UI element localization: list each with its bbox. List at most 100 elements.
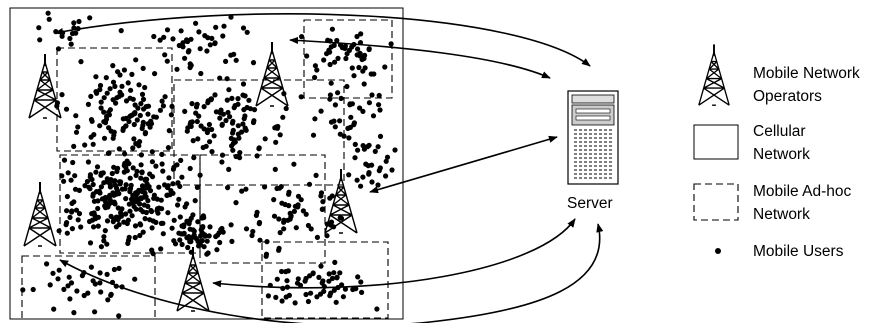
mobile-user-dot (213, 24, 219, 30)
mobile-user-dot (188, 215, 194, 221)
mobile-user-dot (318, 193, 324, 199)
mobile-user-dot (133, 57, 139, 63)
mobile-user-dot (343, 55, 349, 62)
mobile-user-dot (139, 170, 145, 176)
mobile-user-dot (147, 171, 153, 177)
mobile-user-dot (119, 83, 125, 89)
mobile-user-dot (101, 234, 107, 240)
mobile-user-dot (244, 104, 250, 111)
mobile-user-dot (175, 202, 181, 208)
mobile-user-dot (75, 217, 81, 223)
mobile-user-dot (85, 159, 91, 165)
mobile-user-dot (295, 276, 301, 282)
mobile-user-dot (292, 300, 298, 306)
mobile-user-dot (206, 121, 212, 128)
mobile-user-dot (214, 247, 220, 253)
mobile-user-dot (195, 219, 201, 225)
mobile-user-dot (107, 86, 113, 92)
mobile-user-dot (263, 253, 269, 259)
mobile-user-dot (108, 177, 114, 183)
mobile-user-dot (329, 26, 335, 32)
mobile-user-dot (280, 114, 286, 120)
mobile-user-dot (132, 223, 139, 229)
mobile-user-dot (224, 97, 230, 103)
mobile-user-dot (108, 292, 114, 298)
mobile-user-dot (376, 102, 382, 108)
mobile-user-dot (329, 275, 336, 281)
mobile-user-dot (97, 123, 103, 129)
mobile-user-dot (360, 174, 366, 180)
mobile-user-dot (291, 161, 297, 167)
mobile-user-dot (362, 65, 368, 71)
mobile-user-dot (243, 226, 250, 232)
mobile-user-dot (361, 81, 367, 87)
mobile-user-dot (219, 159, 225, 165)
mobile-user-dot (154, 196, 160, 202)
mobile-user-dot (201, 244, 207, 250)
mobile-user-dot (249, 232, 255, 239)
server-label: Server (567, 195, 613, 212)
mobile-user-dot (366, 100, 372, 106)
mobile-user-dot (192, 198, 198, 204)
mobile-user-dot (224, 76, 230, 82)
mobile-user-dot (105, 297, 111, 303)
mobile-user-dot (346, 172, 352, 178)
mobile-user-dot (127, 189, 133, 195)
mobile-user-dot (314, 234, 320, 240)
mobile-user-dot (158, 246, 164, 252)
mobile-user-dot (365, 144, 371, 150)
legend-cellular-line1: Cellular (753, 123, 806, 140)
mobile-user-dot (355, 46, 361, 52)
mobile-user-dot (125, 80, 131, 86)
mobile-user-dot (153, 219, 159, 225)
mobile-user-dot (177, 237, 183, 243)
mobile-user-dot (123, 211, 129, 217)
mobile-user-dot (344, 83, 350, 90)
mobile-user-dot (306, 181, 313, 187)
mobile-user-dot (235, 123, 241, 129)
mobile-user-dot (184, 37, 190, 43)
mobile-user-dot (138, 206, 144, 213)
mobile-user-dot (110, 190, 116, 196)
mobile-user-dot (63, 106, 70, 112)
mobile-user-dot (287, 210, 293, 216)
mobile-user-dot (97, 280, 103, 286)
mobile-user-dot (332, 124, 338, 130)
mobile-user-dot (213, 233, 219, 240)
mobile-user-dot (98, 172, 104, 178)
mobile-user-dot (337, 215, 343, 221)
mobile-user-dot (374, 306, 380, 312)
mobile-user-dot (138, 101, 144, 107)
mobile-user-dot (44, 261, 50, 267)
solid-rectangle-icon (693, 124, 739, 160)
mobile-user-dot (293, 225, 299, 231)
mobile-user-dot (182, 108, 188, 114)
server-links (54, 13, 604, 323)
mobile-user-dot (130, 96, 136, 102)
mobile-user-dot (127, 208, 133, 214)
mobile-user-dot (201, 104, 207, 110)
mobile-user-dot (160, 103, 166, 109)
mobile-user-dot (196, 113, 202, 119)
mobile-user-dot (128, 87, 134, 93)
mobile-user-dot (318, 108, 324, 114)
mobile-user-dot (36, 25, 42, 31)
mobile-user-dot (98, 105, 104, 111)
mobile-user-dot (170, 36, 176, 42)
mobile-user-dot (262, 136, 268, 142)
mobile-user-dot (139, 91, 146, 97)
dashed-rectangle-icon (693, 183, 739, 221)
mobile-user-dot (94, 164, 101, 170)
mobile-user-dot (159, 161, 165, 167)
mobile-user-dot (154, 208, 160, 214)
mobile-user-dot (91, 198, 97, 204)
mobile-user-dot (147, 188, 154, 194)
cell-tower-icon (23, 181, 57, 247)
mobile-user-dot (176, 196, 182, 202)
mobile-user-dot (240, 81, 247, 87)
mobile-user-dot (132, 234, 138, 241)
mobile-user-dot (331, 270, 337, 276)
mobile-user-dot (209, 149, 215, 155)
mobile-user-dot (137, 221, 143, 227)
mobile-user-dot (160, 220, 166, 226)
